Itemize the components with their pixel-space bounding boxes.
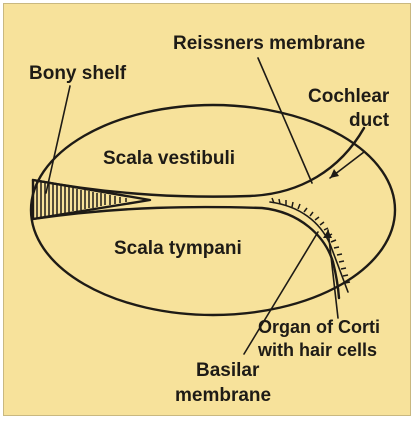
cochlear-duct-label-line1: Cochlear <box>308 86 390 107</box>
organ-of-corti-label-line1: Organ of Corti <box>258 317 380 337</box>
bony-shelf-leader <box>46 86 70 193</box>
reissners-membrane-label: Reissners membrane <box>173 33 365 54</box>
basilar-membrane-label-line1: Basilar <box>196 360 260 381</box>
reissners-membrane-leader <box>258 58 312 183</box>
scala-vestibuli-label: Scala vestibuli <box>103 148 235 169</box>
cochlear-duct-label-line2: duct <box>349 110 390 131</box>
basilar-membrane-label-line2: membrane <box>175 385 271 406</box>
bony-shelf-label: Bony shelf <box>29 63 127 84</box>
scala-tympani-label: Scala tympani <box>114 238 242 259</box>
cochlear-duct-arrowhead <box>330 169 339 178</box>
organ-of-corti-label-line2: with hair cells <box>257 340 377 360</box>
